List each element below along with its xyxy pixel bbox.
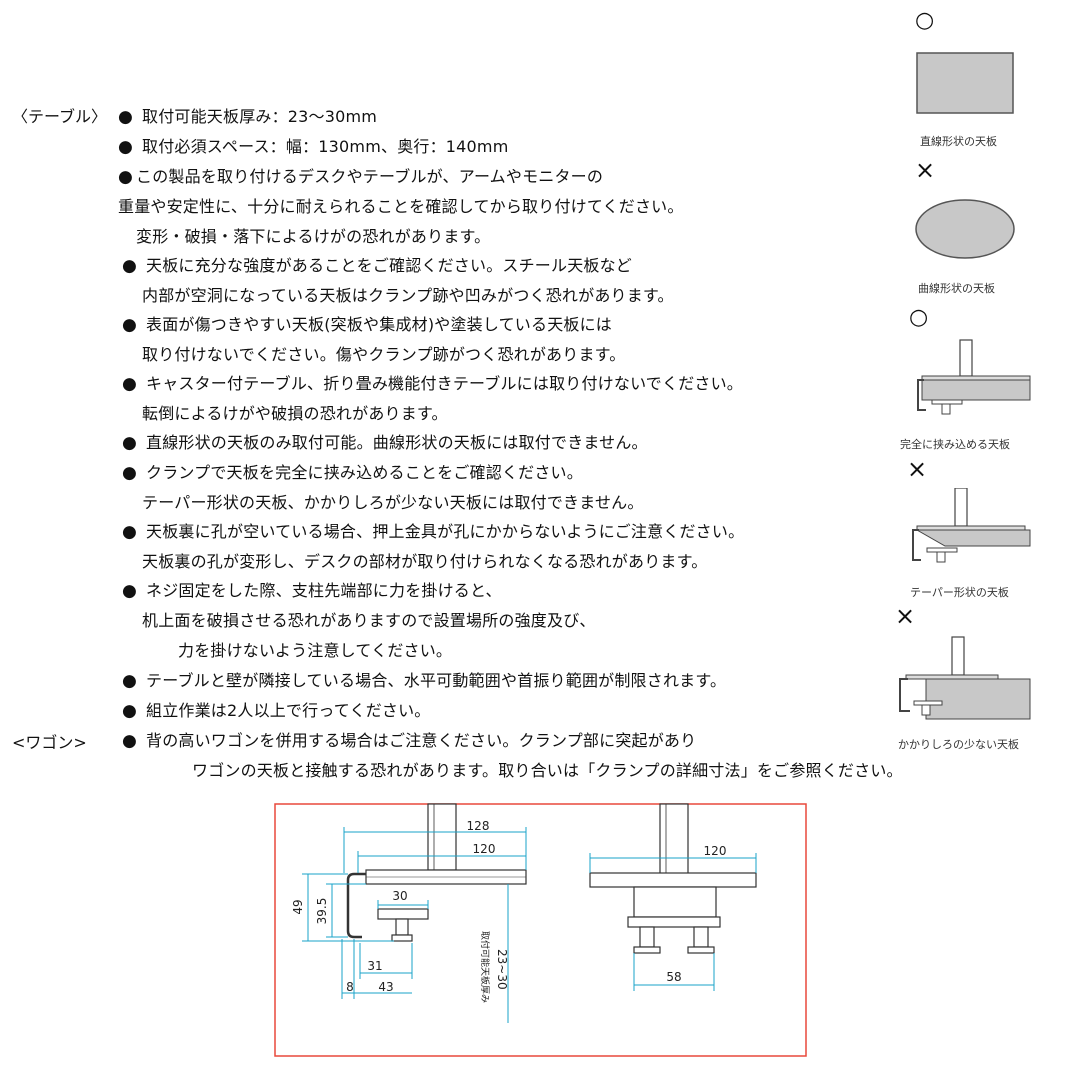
ok-mark: ○: [915, 8, 935, 33]
tapered-top-illustration: [912, 488, 1031, 563]
dim-8: 8: [346, 980, 354, 994]
table-section-label: 〈テーブル〉: [12, 107, 108, 126]
bullet-9: ●: [122, 522, 137, 542]
curved-top-illustration: [915, 199, 1015, 259]
text-line: 組立作業は2人以上で行ってください。: [146, 701, 431, 720]
bullet-10: ●: [122, 581, 137, 601]
text-line: この製品を取り付けるデスクやテーブルが、アームやモニターの: [136, 167, 604, 186]
clamp-dimension-drawing: 128 120 120 49 39.5 30 31 8 43 58 取付可能天板…: [274, 803, 807, 1057]
bullet-1: ●: [118, 107, 133, 127]
text-line: ワゴンの天板と接触する恐れがあります。取り合いは「クランプの詳細寸法」をご参照く…: [192, 761, 903, 780]
text-line: 表面が傷つきやすい天板(突板や集成材)や塗装している天板には: [146, 315, 613, 334]
bullet-3: ●: [118, 167, 133, 187]
text-line: ネジ固定をした際、支柱先端部に力を掛けると、: [146, 581, 502, 600]
text-line: 重量や安定性に、十分に耐えられることを確認してから取り付けてください。: [118, 197, 684, 216]
shallow-grip-illustration: [899, 636, 1031, 720]
bullet-6: ●: [122, 374, 137, 394]
ng-mark: ×: [907, 455, 928, 483]
bullet-11: ●: [122, 671, 137, 691]
front-view: [589, 803, 757, 954]
dim-128: 128: [467, 819, 490, 833]
straight-top-illustration: [916, 52, 1014, 114]
bullet-13: ●: [122, 731, 137, 751]
ok-mark: ○: [909, 305, 929, 330]
text-line: 変形・破損・落下によるけがの恐れがあります。: [136, 227, 491, 246]
bullet-2: ●: [118, 137, 133, 157]
bullet-8: ●: [122, 463, 137, 483]
ng-mark: ×: [895, 602, 916, 630]
dim-thickness-range: 23~30: [495, 949, 509, 990]
text-line: テーパー形状の天板、かかりしろが少ない天板には取付できません。: [142, 493, 644, 512]
dimension-lines: [302, 827, 757, 1023]
caption-tapered-top: テーパー形状の天板: [910, 586, 1009, 599]
caption-curved-top: 曲線形状の天板: [918, 282, 995, 295]
text-line: 取り付けないでください。傷やクランプ跡がつく恐れがあります。: [142, 345, 626, 364]
dim-31: 31: [367, 959, 382, 973]
text-line: テーブルと壁が隣接している場合、水平可動範囲や首振り範囲が制限されます。: [146, 671, 727, 690]
dim-58: 58: [666, 970, 681, 984]
dim-120-front: 120: [704, 844, 727, 858]
full-clamp-illustration: [917, 339, 1031, 415]
bullet-7: ●: [122, 433, 137, 453]
text-line: 直線形状の天板のみ取付可能。曲線形状の天板には取付できません。: [146, 433, 648, 452]
text-line: 机上面を破損させる恐れがありますので設置場所の強度及び、: [142, 611, 596, 630]
text-line: 天板に充分な強度があることをご確認ください。スチール天板など: [146, 256, 633, 275]
bullet-4: ●: [122, 256, 137, 276]
side-view: [346, 803, 527, 942]
dim-49: 49: [291, 899, 305, 914]
dim-39-5: 39.5: [315, 898, 329, 925]
text-line: 天板裏に孔が空いている場合、押上金具が孔にかからないようにご注意ください。: [146, 522, 745, 541]
dim-43: 43: [378, 980, 393, 994]
bullet-5: ●: [122, 315, 137, 335]
text-line: キャスター付テーブル、折り畳み機能付きテーブルには取り付けないでください。: [146, 374, 744, 393]
text-line: 転倒によるけがや破損の恐れがあります。: [142, 404, 448, 423]
text-line: 取付可能天板厚み：23〜30mm: [142, 107, 378, 126]
dim-120-side: 120: [473, 842, 496, 856]
caption-full-clamp: 完全に挟み込める天板: [900, 438, 1010, 451]
text-line: 内部が空洞になっている天板はクランプ跡や凹みがつく恐れがあります。: [142, 286, 674, 305]
drawing-frame: [274, 803, 807, 1057]
text-line: 背の高いワゴンを併用する場合はご注意ください。クランプ部に突起があり: [146, 731, 697, 750]
caption-straight-top: 直線形状の天板: [920, 135, 997, 148]
text-line: 天板裏の孔が変形し、デスクの部材が取り付けられなくなる恐れがあります。: [142, 552, 708, 571]
caption-shallow-grip: かかりしろの少ない天板: [898, 738, 1019, 751]
ng-mark: ×: [915, 156, 936, 184]
text-line: 力を掛けないよう注意してください。: [178, 641, 453, 660]
wagon-section-label: <ワゴン>: [12, 733, 87, 752]
text-line: クランプで天板を完全に挟み込めることをご確認ください。: [146, 463, 583, 482]
dim-30: 30: [392, 889, 407, 903]
bullet-12: ●: [122, 701, 137, 721]
dim-thickness-label: 取付可能天板厚み: [479, 931, 491, 1003]
text-line: 取付必須スペース：幅：130mm、奥行：140mm: [142, 137, 509, 156]
